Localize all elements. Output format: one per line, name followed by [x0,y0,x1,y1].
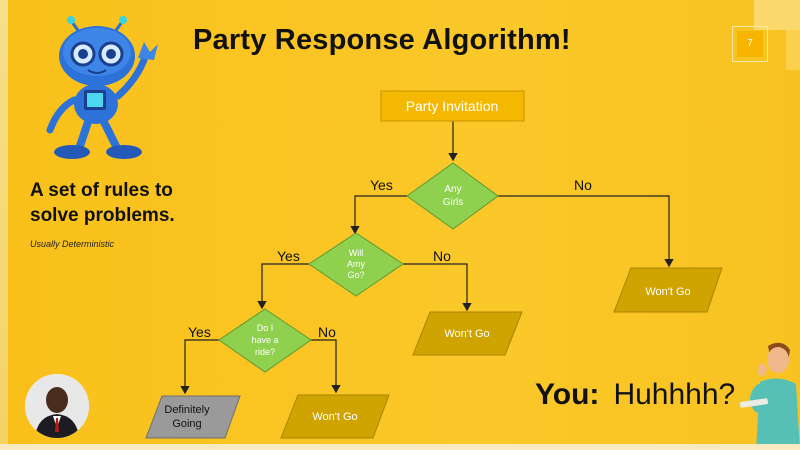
definition-line-2: solve problems. [30,205,175,226]
presenter-photo-icon [25,374,89,438]
deterministic-note: Usually Deterministic [30,239,115,249]
decision-will-amy-go: Will Amy Go? [308,232,404,297]
corner-decoration-2 [786,30,800,70]
robot-mascot-icon [46,16,158,159]
decision-any-girls: Any Girls [406,162,499,230]
outcome-going-line1: Definitely [164,404,210,416]
presenter-avatar [25,374,89,438]
yes-label-1: Yes [370,177,393,193]
decision-have-a-ride: Do I have a ride? [218,308,312,373]
left-accent-strip [0,0,8,450]
decision3-line2: have a [251,335,278,345]
decision1-line1: Any [444,184,461,195]
start-label: Party Invitation [406,98,499,114]
decision3-line1: Do I [257,323,274,333]
outcome-wont-go-2: Won't Go [444,328,489,340]
slide-title: Party Response Algorithm! [193,24,571,56]
you-text: Huhhhh? [613,378,736,411]
definition-text: A set of rules to solve problems. [30,178,220,228]
outcome-wont-go-bottom: Won't Go [280,394,390,439]
no-label-3: No [318,324,336,340]
bottom-bar [0,444,800,450]
thinking-person-icon [739,342,800,450]
decision1-line2: Girls [443,197,464,208]
slide-number: 7 [737,31,763,57]
slide-number-badge: 7 [732,26,768,62]
decision2-line3: Go? [347,270,364,280]
yes-label-3: Yes [188,324,211,340]
decision2-line2: Amy [347,259,366,269]
you-caption: You: Huhhhh? [535,378,735,412]
decision2-line1: Will [349,248,364,258]
outcome-wont-go-3: Won't Go [312,411,357,423]
outcome-wont-go-right: Won't Go [613,267,723,313]
outcome-going-line2: Going [172,418,201,430]
outcome-wont-go-middle: Won't Go [412,311,523,356]
start-box: Party Invitation [380,90,525,122]
definition-line-1: A set of rules to [30,180,173,201]
outcome-wont-go-1: Won't Go [645,286,690,298]
yes-label-2: Yes [277,248,300,264]
decision3-line3: ride? [255,347,275,357]
no-label-2: No [433,248,451,264]
you-label: You: [535,378,600,411]
no-label-1: No [574,177,592,193]
flow-connectors [180,120,674,395]
outcome-definitely-going: Definitely Going [145,395,241,439]
corner-decoration [754,0,800,30]
